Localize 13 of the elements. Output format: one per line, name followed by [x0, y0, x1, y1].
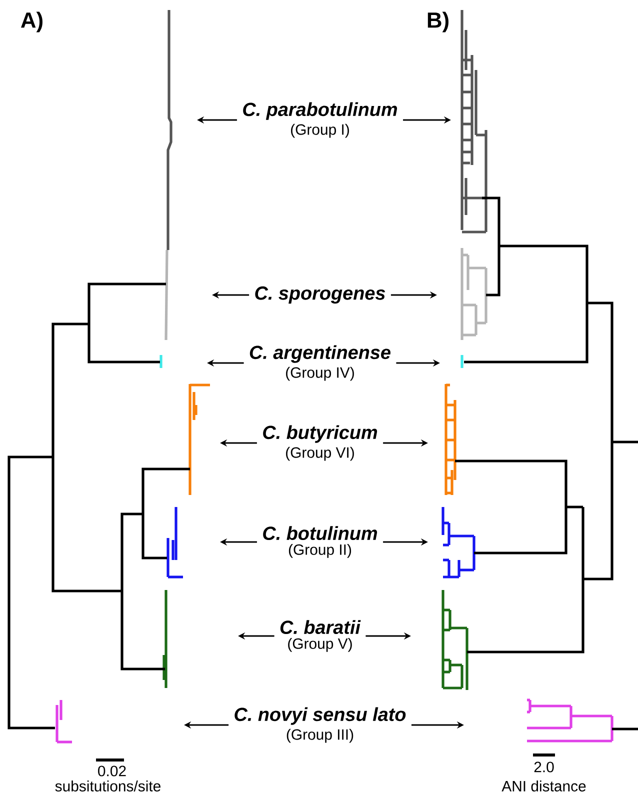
species-label: C. novyi sensu lato (Group III): [234, 707, 406, 743]
species-label: C. argentinense (Group IV): [250, 345, 390, 381]
panel-label: B): [428, 12, 448, 32]
scale-caption: subsitutions/site: [55, 780, 160, 792]
panel-label: A): [20, 12, 42, 32]
scale-value: 2.0: [534, 762, 554, 772]
species-label: C. botulinum (Group II): [263, 526, 378, 558]
species-label: C. baratii (Group V): [280, 620, 361, 652]
species-label: C. sporogenes: [255, 286, 386, 304]
scale-value: 0.02: [98, 766, 126, 776]
species-label: C. butyricum (Group VI): [263, 425, 378, 461]
scale-caption: ANI distance: [502, 780, 586, 792]
species-label: C. parabotulinum (Group I): [243, 102, 398, 138]
